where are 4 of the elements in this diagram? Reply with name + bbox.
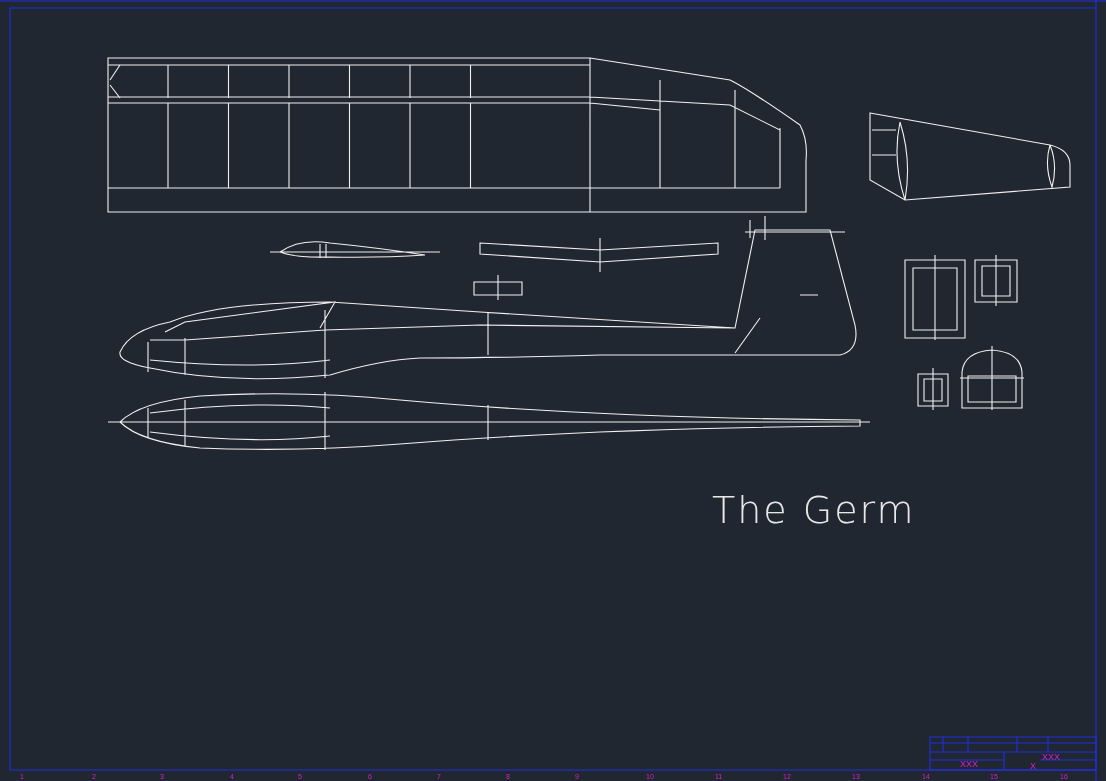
title-block-mark: XXX xyxy=(960,760,978,769)
title-block-mark: X xyxy=(1030,762,1036,771)
title-block-mark: XXX xyxy=(1042,753,1060,762)
drawing-title: The Germ xyxy=(712,488,916,532)
